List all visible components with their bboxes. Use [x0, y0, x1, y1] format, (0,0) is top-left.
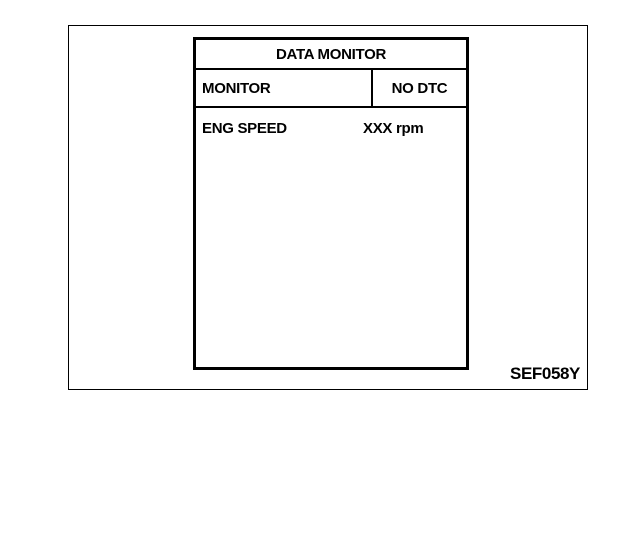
figure-code: SEF058Y: [510, 364, 580, 383]
figure-frame: SEF058Y: [68, 25, 588, 390]
status-row: MONITOR NO DTC: [196, 70, 466, 108]
monitor-status-label: MONITOR: [196, 70, 373, 106]
consult-screen: DATA MONITOR MONITOR NO DTC ENG SPEED XX…: [193, 37, 469, 370]
monitor-item-name: ENG SPEED: [202, 120, 287, 137]
monitor-item-value: XXX rpm: [363, 120, 424, 137]
monitor-item-list: ENG SPEED XXX rpm: [196, 108, 466, 142]
dtc-status-label: NO DTC: [391, 79, 448, 97]
screen-title: DATA MONITOR: [196, 40, 466, 70]
monitor-item-row: ENG SPEED XXX rpm: [196, 108, 466, 142]
